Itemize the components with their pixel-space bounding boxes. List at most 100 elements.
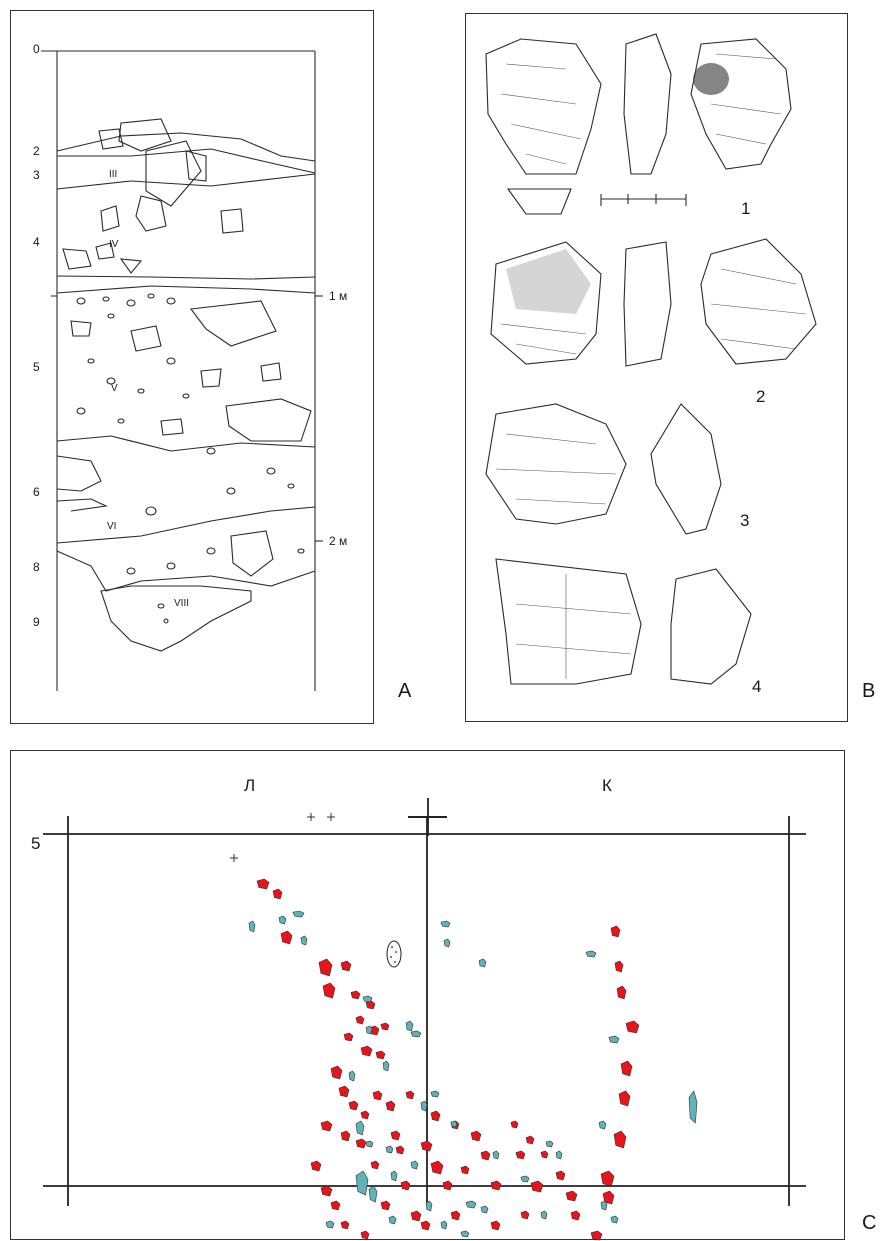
red-fragment	[618, 1090, 631, 1107]
red-fragment	[405, 1090, 415, 1100]
layer-boundary-6	[56, 506, 316, 544]
artifact-1-reverse	[690, 38, 792, 170]
red-fragment	[340, 1130, 351, 1142]
red-fragment	[590, 1230, 603, 1241]
artifact-1	[485, 33, 792, 215]
teal-fragment	[365, 1140, 374, 1148]
red-fragment	[318, 958, 333, 977]
teal-fragment	[600, 1200, 608, 1211]
teal-fragment	[385, 1145, 394, 1154]
artifact-3-face	[485, 403, 627, 525]
stratigraphy-drawing: 0 2 3 4 5 6 8 9 III IV V VI VIII 1 м 2 м	[33, 42, 347, 691]
red-fragment	[355, 1015, 365, 1025]
column-label-l: Л	[244, 776, 255, 795]
stone	[98, 128, 124, 150]
red-fragment	[343, 1032, 354, 1042]
teal-fragment	[410, 1160, 419, 1170]
red-fragment	[372, 1090, 383, 1101]
stone	[118, 118, 172, 152]
stone	[62, 248, 92, 270]
depth-label-3: 3	[33, 168, 40, 182]
red-fragment	[555, 1170, 566, 1181]
stone	[145, 140, 202, 207]
oval-dot	[391, 946, 393, 948]
artifact-1-hatching	[500, 63, 582, 165]
teal-fragment	[520, 1175, 530, 1183]
excavation-plan-panel: Л К 5	[10, 750, 845, 1241]
teal-fragment	[440, 1220, 448, 1230]
teal-fragment	[585, 950, 597, 958]
row-label-5: 5	[31, 834, 40, 853]
artifact-number-4: 4	[752, 677, 761, 696]
plus-marks	[230, 813, 335, 862]
red-fragment	[515, 1150, 526, 1160]
stone	[130, 325, 162, 352]
red-fragment	[330, 1200, 341, 1211]
red-fragment	[613, 1130, 627, 1149]
red-fragment	[340, 960, 352, 972]
teal-fragment	[388, 1215, 397, 1225]
red-fragment	[380, 1200, 391, 1211]
teal-fragment	[443, 938, 451, 948]
red-fragment	[442, 1180, 453, 1191]
artifact-2-face	[490, 241, 602, 365]
artifact-2	[490, 238, 817, 367]
teal-fragment	[348, 1070, 356, 1082]
layer-boundary-4	[56, 275, 316, 280]
teal-fragment	[405, 1020, 414, 1032]
dotted-oval-object	[386, 940, 402, 968]
teal-fragment	[688, 1090, 698, 1124]
artifact-number-1: 1	[741, 199, 750, 218]
artifact-4-hatching	[515, 574, 632, 679]
artifact-4-profile	[670, 568, 752, 685]
teal-fragment	[355, 1170, 369, 1196]
fragment-distribution	[248, 798, 698, 1241]
teal-fragment	[555, 1150, 563, 1160]
stone	[200, 368, 222, 388]
layer-boundary-5top	[56, 285, 316, 294]
red-fragment	[322, 982, 336, 999]
teal-fragment	[478, 958, 487, 968]
depth-label-8: 8	[33, 560, 40, 574]
red-fragment	[330, 1065, 343, 1080]
red-fragment	[360, 1110, 370, 1120]
red-fragment	[570, 1210, 581, 1221]
teal-fragment	[460, 1230, 470, 1238]
teal-fragment	[430, 1090, 440, 1098]
layer-label-vi: VI	[107, 521, 116, 532]
red-fragment	[610, 925, 621, 938]
red-fragment	[338, 1085, 350, 1098]
red-fragment	[430, 1160, 444, 1175]
layer-boundary-3b	[56, 173, 316, 190]
teal-fragment	[608, 1035, 620, 1044]
red-fragment	[375, 1050, 386, 1060]
layer-boundary-8	[56, 550, 316, 592]
red-fragment	[420, 1140, 433, 1152]
layer-label-viii: VIII	[174, 598, 189, 609]
artifacts-drawing: 1 2 3 4	[485, 33, 817, 696]
teal-fragment	[465, 1200, 477, 1209]
artifact-3-profile	[650, 403, 722, 535]
depth-label-2: 2	[33, 144, 40, 158]
stone	[70, 320, 92, 337]
red-fragment	[450, 1210, 461, 1221]
red-fragment	[410, 1210, 422, 1222]
red-fragment	[340, 1220, 350, 1230]
teal-fragment	[248, 920, 256, 933]
depth-label-5: 5	[33, 360, 40, 374]
red-fragment	[355, 1138, 367, 1149]
red-fragment	[620, 1060, 633, 1077]
layer-boundary-3	[57, 148, 316, 174]
artifact-2-cortex	[506, 249, 591, 314]
red-fragment	[350, 990, 361, 1000]
scale-bar	[600, 194, 687, 206]
layer-boundary-5	[56, 435, 316, 452]
teal-fragment	[278, 915, 287, 925]
layer-boundary-2	[56, 132, 316, 162]
red-fragment	[510, 1120, 519, 1129]
red-fragment	[365, 1000, 376, 1010]
stone	[135, 195, 167, 232]
stone-6a	[56, 498, 108, 512]
teal-fragment	[365, 1025, 373, 1035]
artifact-4	[495, 558, 752, 685]
